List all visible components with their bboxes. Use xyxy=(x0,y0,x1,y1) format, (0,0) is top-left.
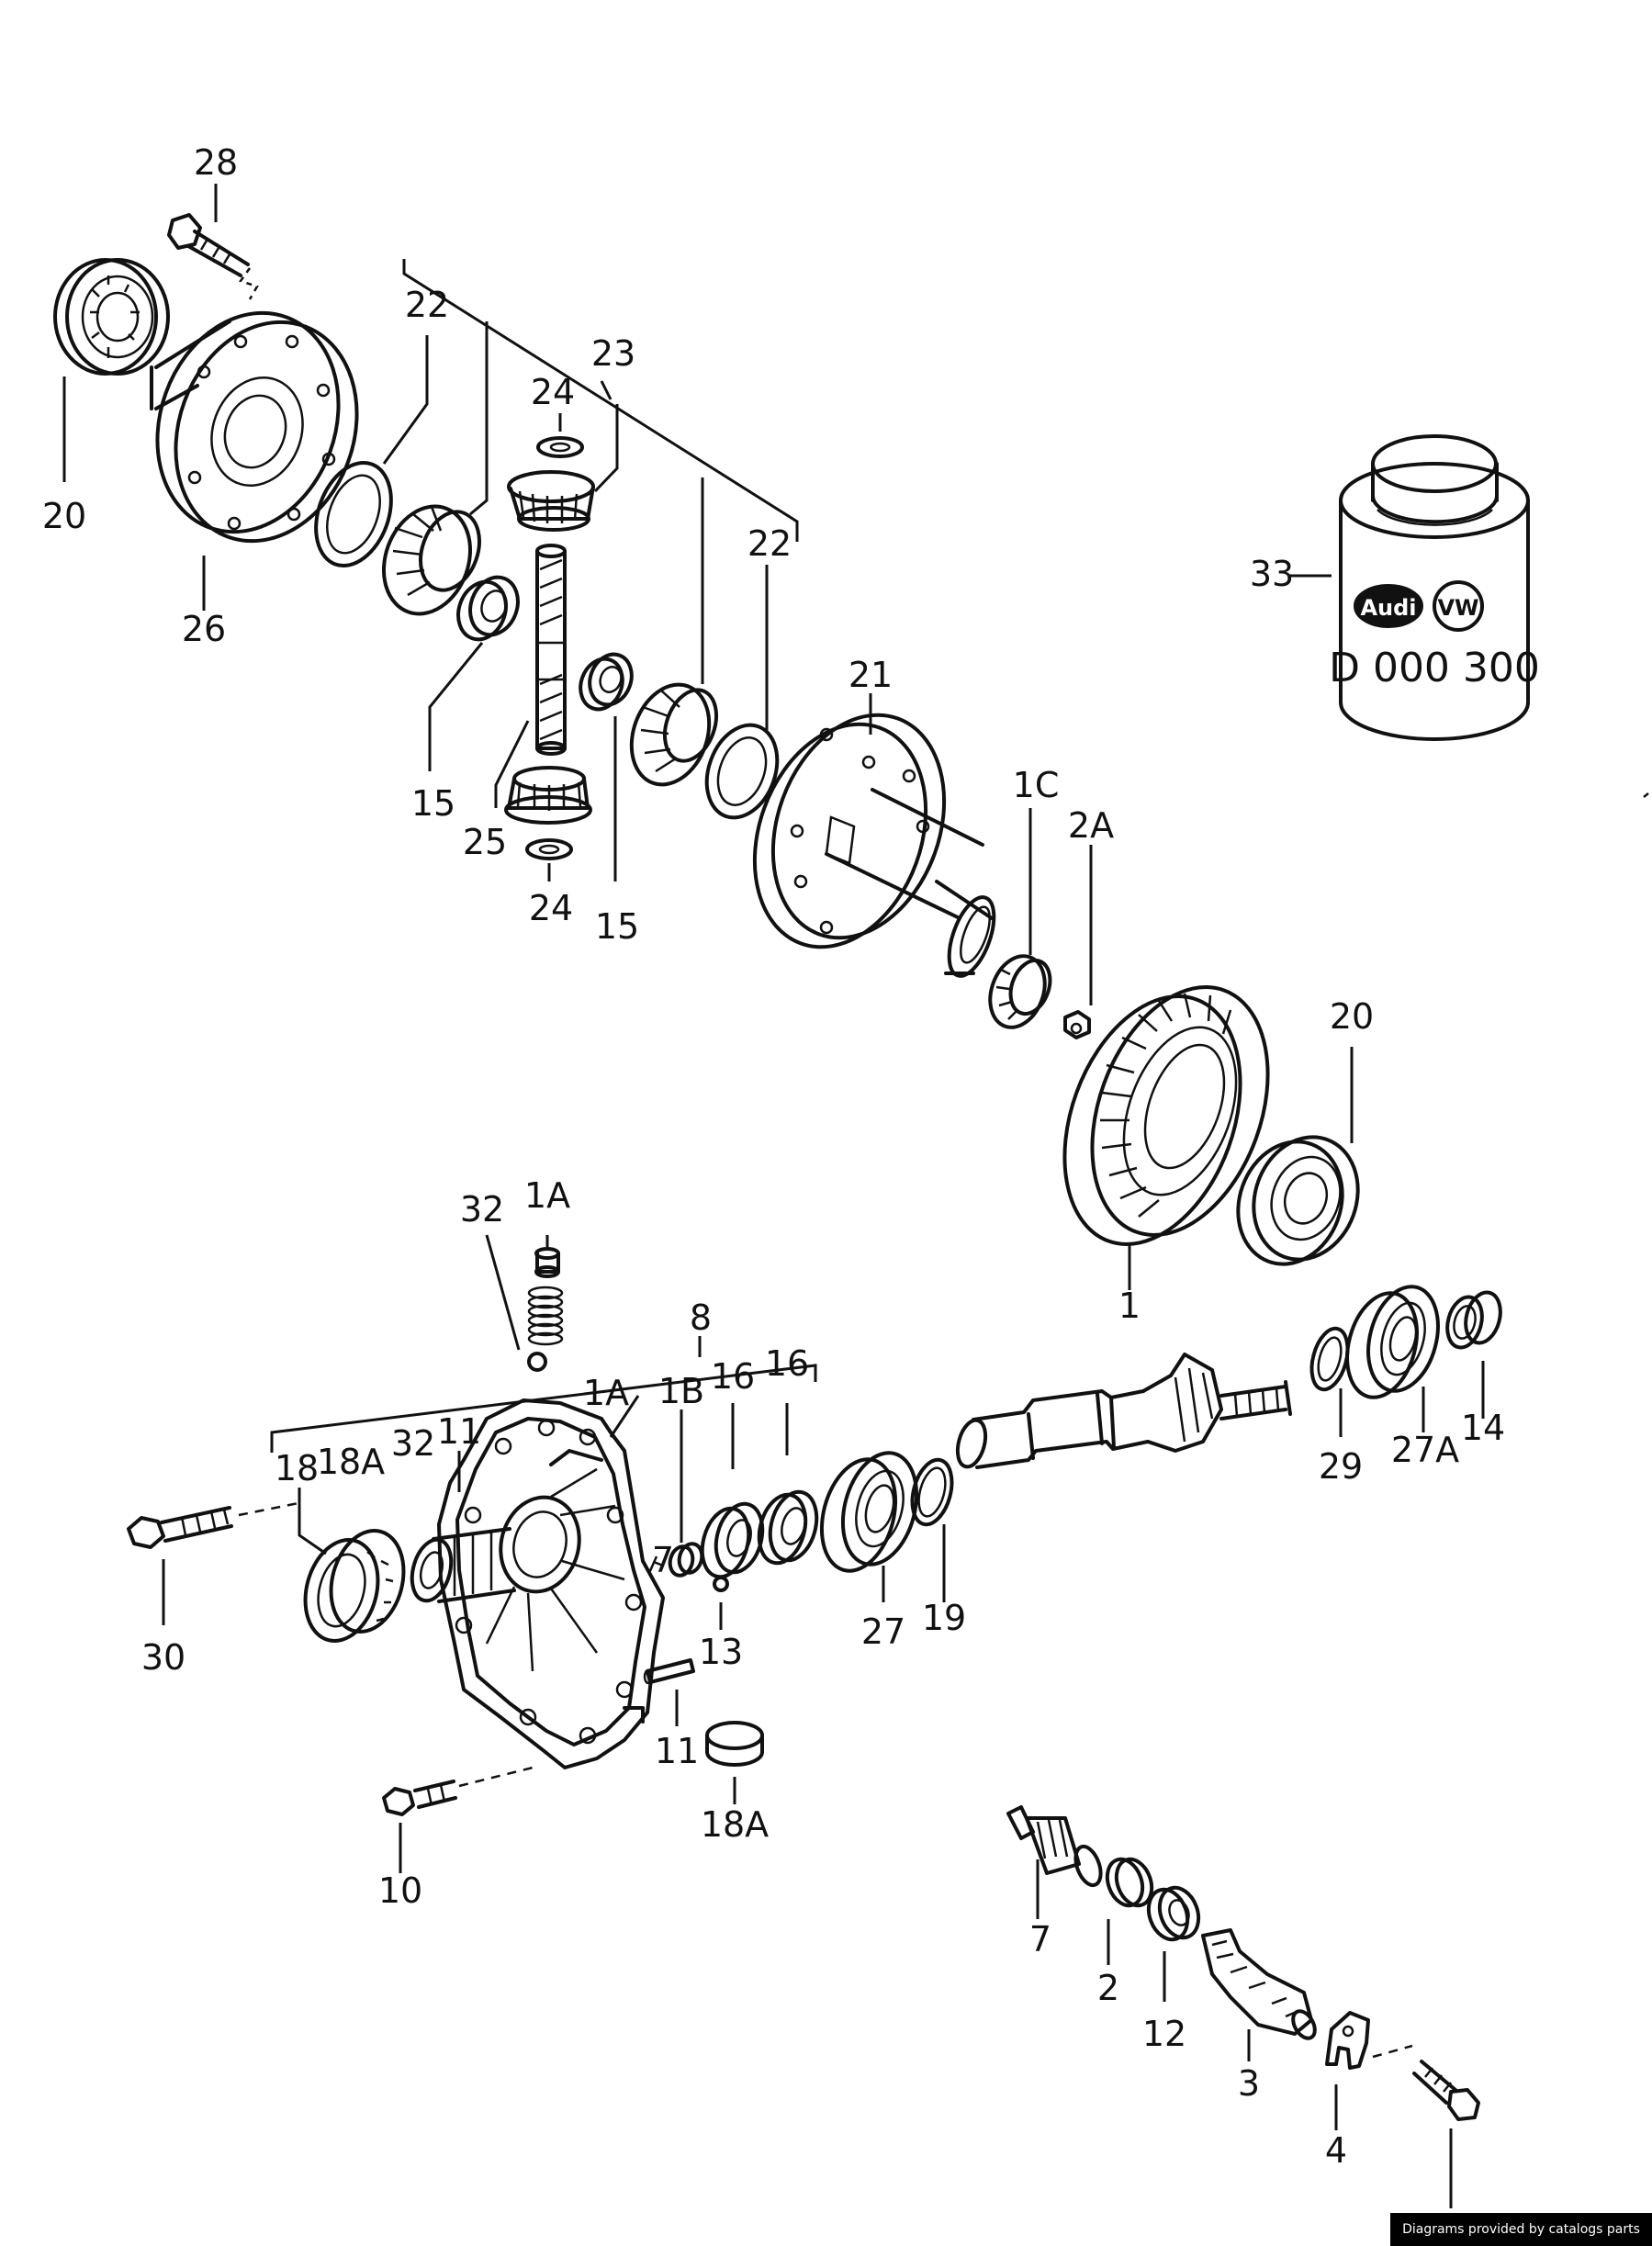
bearing-15-right[interactable] xyxy=(574,648,638,715)
side-gear-right[interactable] xyxy=(618,674,725,796)
seal-12[interactable] xyxy=(1142,1882,1206,1945)
product-code: D 000 300 xyxy=(1329,645,1540,691)
audi-logo: Audi xyxy=(1360,595,1416,621)
bearing-race-14[interactable] xyxy=(1442,1288,1505,1351)
callout-28: 28 xyxy=(194,142,238,183)
callout-24: 24 xyxy=(529,888,573,928)
bearing-20-right[interactable] xyxy=(1221,1122,1375,1278)
callout-1C: 1C xyxy=(1013,765,1060,805)
plug-18A[interactable] xyxy=(705,1721,764,1767)
spider-gear-bottom[interactable] xyxy=(504,766,592,825)
side-gear-left[interactable] xyxy=(369,494,489,626)
callout-18A: 18A xyxy=(317,1442,385,1482)
seal-16-left[interactable] xyxy=(695,1499,770,1582)
callout-2: 2 xyxy=(1097,1968,1119,2008)
callout-10: 10 xyxy=(378,1870,422,1911)
callout-8: 8 xyxy=(690,1297,712,1338)
callout-23: 23 xyxy=(591,333,635,374)
seal-16-right[interactable] xyxy=(752,1487,824,1568)
bearing-27A[interactable] xyxy=(1336,1279,1449,1406)
callout-18: 18 xyxy=(275,1448,319,1488)
spring-32[interactable] xyxy=(527,1286,564,1346)
callout-20: 20 xyxy=(1330,996,1374,1037)
callout-3: 3 xyxy=(1238,2063,1260,2104)
bolt-30[interactable] xyxy=(127,1506,233,1549)
speedometer-pinion-7[interactable] xyxy=(1006,1805,1106,1889)
seal-18[interactable] xyxy=(295,1522,414,1649)
plunger-1A-top[interactable] xyxy=(534,1247,560,1278)
ball-32[interactable] xyxy=(527,1352,547,1372)
washer-22-right[interactable] xyxy=(694,715,789,827)
shim-19[interactable] xyxy=(905,1455,958,1529)
washer-24-top[interactable] xyxy=(536,436,584,458)
footer-attribution: Diagrams provided by catalogs parts xyxy=(1390,2213,1652,2246)
callout-13: 13 xyxy=(699,1632,743,1672)
callout-27A: 27A xyxy=(1391,1430,1459,1470)
washer-22-left[interactable] xyxy=(302,453,404,577)
callout-25: 25 xyxy=(463,822,507,862)
nut-2A[interactable] xyxy=(1063,1010,1091,1039)
callout-22: 22 xyxy=(405,285,449,325)
callout-14: 14 xyxy=(1461,1408,1505,1448)
callout-32: 32 xyxy=(391,1423,435,1464)
ball-13[interactable] xyxy=(713,1576,729,1592)
callout-1: 1 xyxy=(1118,1286,1141,1326)
callout-24: 24 xyxy=(531,372,575,412)
callout-18A: 18A xyxy=(701,1804,769,1845)
cover-shaft-stub[interactable] xyxy=(406,1527,516,1605)
callout-12: 12 xyxy=(1142,2014,1186,2054)
callout-27: 27 xyxy=(861,1612,905,1652)
callout-29: 29 xyxy=(1319,1446,1363,1487)
callout-16: 16 xyxy=(711,1356,755,1397)
callout-11: 11 xyxy=(655,1731,699,1771)
o-ring-2[interactable] xyxy=(1101,1854,1158,1910)
plunger-1B[interactable] xyxy=(667,1541,704,1578)
sealant-can-33[interactable]: Audi VW D 000 300 xyxy=(1329,434,1540,741)
ring-gear[interactable] xyxy=(1032,962,1299,1268)
vw-logo: VW xyxy=(1437,595,1478,621)
callout-2A: 2A xyxy=(1068,805,1114,846)
callout-7: 7 xyxy=(652,1540,674,1580)
callout-4: 4 xyxy=(1325,2130,1347,2171)
callout-1B: 1B xyxy=(658,1371,704,1411)
bolt-bottom-right[interactable] xyxy=(1412,2060,1480,2121)
pin-11[interactable] xyxy=(643,1658,695,1685)
callout-15: 15 xyxy=(411,783,455,824)
washer-24-bottom[interactable] xyxy=(525,838,573,860)
callout-1A: 1A xyxy=(524,1175,570,1216)
clamp-4[interactable] xyxy=(1325,2011,1370,2070)
spider-gear-top[interactable] xyxy=(507,470,595,532)
callout-33: 33 xyxy=(1250,554,1294,594)
callout-11: 11 xyxy=(437,1411,481,1452)
callout-7: 7 xyxy=(1029,1919,1051,1960)
callout-15: 15 xyxy=(595,906,639,947)
pinion-shaft-1[interactable] xyxy=(953,1353,1292,1470)
differential-cover-21[interactable] xyxy=(725,691,1004,982)
callout-20: 20 xyxy=(42,496,86,536)
callout-26: 26 xyxy=(182,609,226,649)
differential-housing-26[interactable] xyxy=(128,287,387,567)
callout-19: 19 xyxy=(922,1598,966,1638)
bearing-27[interactable] xyxy=(810,1444,928,1578)
bearing-15-left[interactable] xyxy=(451,570,526,646)
bolt-28[interactable] xyxy=(167,213,250,277)
final-drive-cover[interactable] xyxy=(437,1398,665,1769)
callout-21: 21 xyxy=(848,655,893,695)
bolt-10[interactable] xyxy=(382,1780,457,1816)
callout-30: 30 xyxy=(141,1637,185,1678)
bearing-20-top[interactable] xyxy=(53,258,170,376)
callout-16: 16 xyxy=(765,1343,809,1384)
callout-32: 32 xyxy=(460,1189,504,1230)
callout-1A: 1A xyxy=(583,1373,629,1413)
callout-22: 22 xyxy=(747,523,792,564)
speedometer-drive-gear-1C[interactable] xyxy=(981,949,1057,1035)
pinion-shaft-25[interactable] xyxy=(535,544,567,756)
pin-7[interactable] xyxy=(647,1555,664,1574)
speedometer-housing-3[interactable] xyxy=(1201,1928,1320,2042)
